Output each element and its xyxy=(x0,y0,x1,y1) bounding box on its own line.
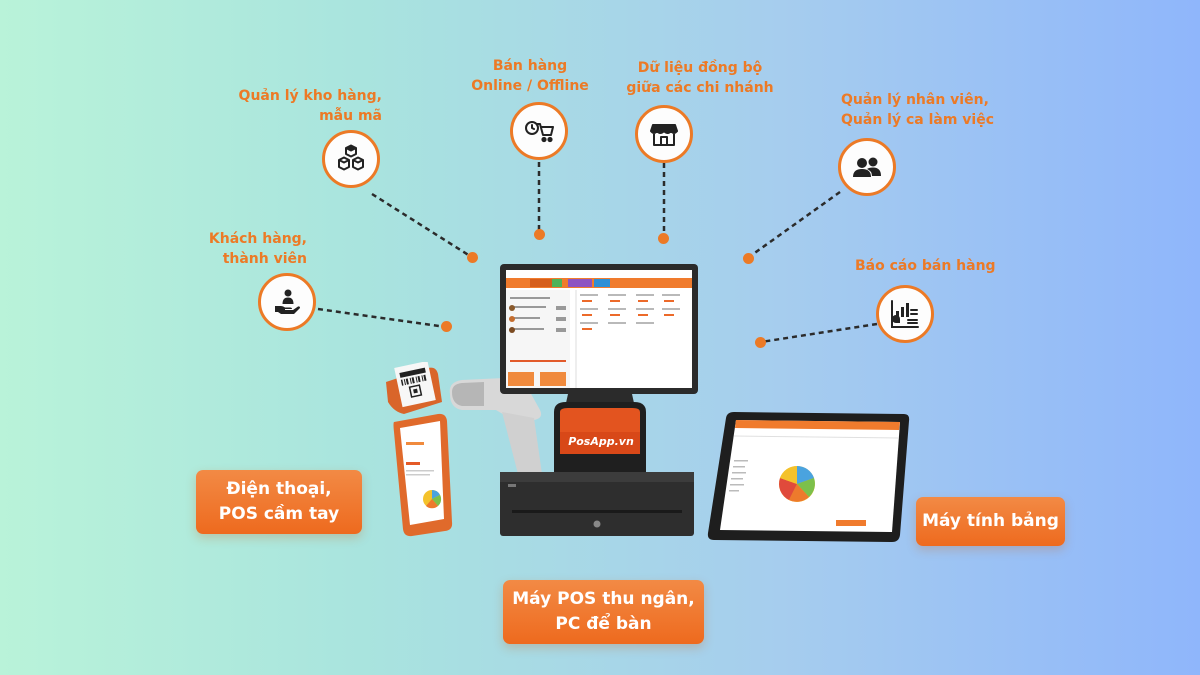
pos-terminal-device xyxy=(500,264,698,536)
feature-label-line: thành viên xyxy=(222,251,307,267)
feature-circle-sync xyxy=(635,105,693,163)
cart-icon xyxy=(525,121,554,143)
feature-label-line: Quản lý nhân viên, xyxy=(841,92,989,108)
feature-circle-inventory xyxy=(322,130,380,188)
feature-label-online: Bán hàng Online / Offline xyxy=(430,56,630,96)
feature-label-line: Online / Offline xyxy=(471,78,589,94)
connector-dot-reports xyxy=(755,337,766,348)
tablet-device xyxy=(707,412,910,542)
feature-circle-customers xyxy=(258,273,316,331)
feature-label-sync: Dữ liệu đồng bộ giữa các chi nhánh xyxy=(600,58,800,98)
store-icon xyxy=(650,124,678,146)
feature-label-line: giữa các chi nhánh xyxy=(626,80,774,96)
boxes-icon xyxy=(338,144,364,171)
tablet-button-line: Máy tính bảng xyxy=(922,511,1059,531)
connector-dot-sync xyxy=(658,233,669,244)
phone-pos-button[interactable]: Điện thoại, POS cầm tay xyxy=(196,470,362,534)
desktop-pos-button[interactable]: Máy POS thu ngân, PC để bàn xyxy=(503,580,704,644)
connector-dot-customers xyxy=(441,321,452,332)
feature-label-customers: Khách hàng, thành viên xyxy=(107,229,307,269)
brand-logo: PosApp.vn xyxy=(566,432,636,452)
feature-label-line: Khách hàng, xyxy=(208,231,307,247)
feature-circle-reports xyxy=(876,285,934,343)
feature-label-line: mẫu mã xyxy=(319,108,382,124)
connector-dot-online xyxy=(534,229,545,240)
feature-label-line: Báo cáo bán hàng xyxy=(855,258,996,274)
connector-dot-inventory xyxy=(467,252,478,263)
handheld-pos-device xyxy=(386,362,453,537)
report-icon xyxy=(891,300,919,328)
phone-pos-button-line: Điện thoại, xyxy=(226,479,332,499)
feature-circle-online xyxy=(510,102,568,160)
connector-dot-staff xyxy=(743,253,754,264)
feature-label-line: Bán hàng xyxy=(492,58,568,74)
feature-circle-staff xyxy=(838,138,896,196)
feature-label-inventory: Quản lý kho hàng, mẫu mã xyxy=(182,86,382,126)
feature-label-line: Quản lý kho hàng, xyxy=(238,88,382,104)
tablet-button[interactable]: Máy tính bảng xyxy=(916,497,1065,546)
feature-label-line: Dữ liệu đồng bộ xyxy=(637,60,763,76)
desktop-pos-button-line: Máy POS thu ngân, xyxy=(512,589,695,609)
phone-pos-button-line: POS cầm tay xyxy=(218,504,340,524)
feature-label-reports: Báo cáo bán hàng xyxy=(855,256,1075,276)
feature-label-staff: Quản lý nhân viên, Quản lý ca làm việc xyxy=(841,90,1041,130)
hand-user-icon xyxy=(275,289,300,314)
desktop-pos-button-line: PC để bàn xyxy=(555,614,652,634)
brand-logo-text: PosApp.vn xyxy=(568,435,634,448)
feature-label-line: Quản lý ca làm việc xyxy=(841,112,995,128)
users-icon xyxy=(853,157,881,177)
